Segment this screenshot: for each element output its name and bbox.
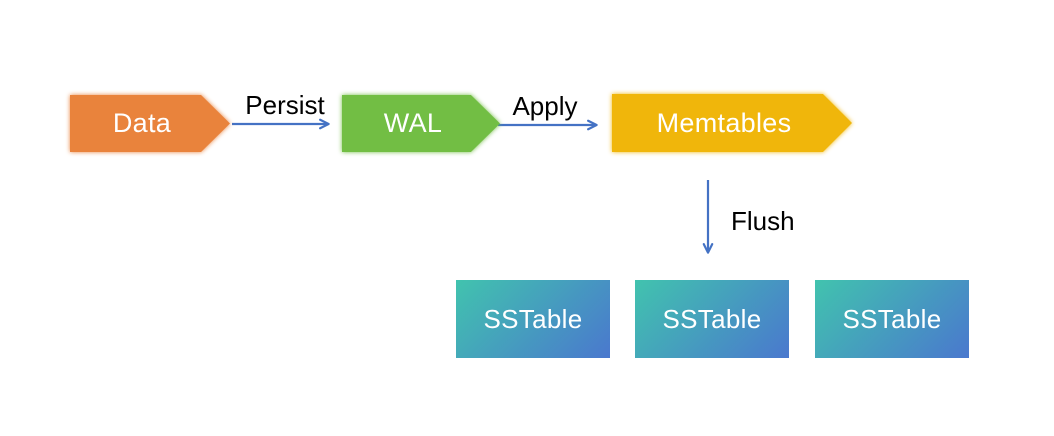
pentagon-arrow-shape: WAL: [342, 95, 500, 152]
edge-label-flush: Flush: [731, 206, 795, 236]
node-sstable-3-label: SSTable: [842, 303, 942, 334]
node-wal-label: WAL: [383, 108, 443, 138]
node-sstable-1-label: SSTable: [483, 303, 583, 334]
node-memtables-label: Memtables: [656, 107, 792, 138]
node-data: Data: [70, 95, 230, 152]
node-sstable-1: SSTable: [456, 280, 610, 358]
pentagon-arrow-shape: Data: [70, 95, 230, 152]
node-data-label: Data: [112, 108, 172, 138]
node-sstable-2: SSTable: [635, 280, 789, 358]
pentagon-arrow-shape: Memtables: [612, 94, 852, 152]
node-sstable-2-label: SSTable: [662, 303, 762, 334]
node-wal: WAL: [342, 95, 500, 152]
node-memtables: Memtables: [612, 94, 852, 152]
edge-label-persist: Persist: [245, 90, 325, 120]
node-sstable-3: SSTable: [815, 280, 969, 358]
edge-label-apply: Apply: [512, 91, 578, 121]
